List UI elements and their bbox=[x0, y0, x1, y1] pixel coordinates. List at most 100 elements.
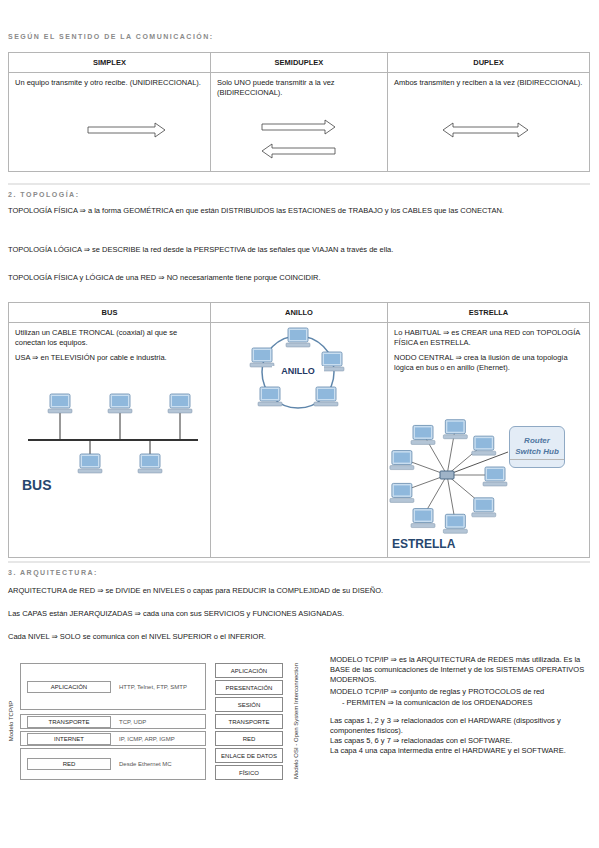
bus-cable bbox=[28, 439, 198, 441]
computer-icon bbox=[443, 514, 467, 533]
computer-icon bbox=[411, 425, 435, 444]
bus-illustration bbox=[28, 394, 198, 473]
box-heading: DUPLEX bbox=[388, 53, 589, 73]
paragraph: TOPOLOGÍA LÓGICA ⇒ se DESCRIBE la red de… bbox=[8, 245, 590, 256]
box-text: Ambos transmiten y reciben a la vez (BID… bbox=[388, 73, 589, 88]
computer-icon bbox=[138, 454, 162, 473]
layer-box: RED bbox=[215, 731, 283, 746]
computer-icon bbox=[250, 348, 274, 367]
box-heading: BUS bbox=[9, 303, 210, 323]
paragraph: Cada NIVEL ⇒ SOLO se comunica con el NIV… bbox=[8, 632, 590, 643]
computer-icon bbox=[258, 387, 282, 406]
note: MODELO TCP/IP ⇒ es la ARQUITECTURA de RE… bbox=[330, 655, 592, 685]
box-heading: RED bbox=[243, 736, 256, 742]
box-heading: ANILLO bbox=[211, 303, 387, 323]
paragraph: TOPOLOGÍA FÍSICA y LÓGICA de una RED ⇒ N… bbox=[8, 273, 590, 284]
computer-icon bbox=[108, 394, 132, 413]
hollow-arrow bbox=[262, 120, 335, 134]
illustration-label: ESTRELLA bbox=[392, 537, 472, 551]
box-heading: APLICACIÓN bbox=[27, 681, 111, 693]
hub-icon bbox=[440, 471, 454, 479]
layer-band: APLICACIÓN HTTP, Telnet, FTP, SMTP bbox=[20, 663, 206, 710]
paragraph: Las CAPAS están JERARQUIZADAS ⇒ cada una… bbox=[8, 609, 590, 620]
box-text: TCP, UDP bbox=[119, 719, 146, 725]
computer-icon bbox=[472, 498, 496, 517]
box-heading: ESTRELLA bbox=[388, 303, 589, 323]
note: Las capas 5, 6 y 7 ⇒ relacionadas con el… bbox=[330, 736, 592, 746]
hollow-arrow bbox=[443, 123, 528, 137]
paragraph: ARQUITECTURA de RED ⇒ se DIVIDE en NIVEL… bbox=[8, 586, 590, 597]
computer-icon bbox=[390, 451, 414, 470]
device-box: Router Switch Hub bbox=[509, 426, 565, 468]
layer-band: RED Desde Ethernet MC bbox=[20, 748, 206, 780]
illustration-label: BUS bbox=[22, 477, 72, 493]
section-heading: 3. ARQUITECTURA: bbox=[8, 569, 588, 576]
box-text: Lo HABITUAL ⇒ es CREAR una RED con TOPOL… bbox=[388, 323, 589, 348]
note: - PERMITEN ⇒ la comunicación de los ORDE… bbox=[342, 698, 592, 708]
ring-illustration bbox=[250, 328, 344, 408]
layer-box: FÍSICO bbox=[215, 765, 283, 780]
table-cell: DUPLEXAmbos transmiten y reciben a la ve… bbox=[387, 52, 590, 172]
table-cell: SIMPLEXUn equipo transmite y otro recibe… bbox=[8, 52, 211, 172]
hollow-arrow bbox=[88, 123, 165, 137]
computer-icon bbox=[472, 436, 496, 455]
box-text: HTTP, Telnet, FTP, SMTP bbox=[119, 684, 187, 690]
computer-icon bbox=[411, 509, 435, 528]
box-heading: ENLACE DE DATOS bbox=[221, 753, 277, 759]
computer-icon bbox=[48, 394, 72, 413]
box-heading: TRANSPORTE bbox=[27, 716, 111, 728]
table-cell: ANILLO bbox=[210, 302, 388, 558]
box-text: Solo UNO puede transmitir a la vez (BIDI… bbox=[211, 73, 387, 98]
box-heading: FÍSICO bbox=[239, 770, 259, 776]
note: Las capas 1, 2 y 3 ⇒ relacionados con el… bbox=[330, 716, 592, 736]
box-text: Un equipo transmite y otro recibe. (UNID… bbox=[9, 73, 210, 88]
box-heading: APLICACIÓN bbox=[231, 668, 267, 674]
table-cell: ESTRELLALo HABITUAL ⇒ es CREAR una RED c… bbox=[387, 302, 590, 558]
computer-icon bbox=[483, 467, 507, 486]
layer-box: ENLACE DE DATOS bbox=[215, 748, 283, 763]
bus-drop bbox=[150, 440, 151, 454]
box-heading: Router Switch Hub bbox=[510, 434, 564, 460]
bus-drop bbox=[90, 440, 91, 454]
table-cell: SEMIDUPLEXSolo UNO puede transmitir a la… bbox=[210, 52, 388, 172]
box-text: NODO CENTRAL ⇒ crea la ilusión de una to… bbox=[388, 348, 589, 373]
separator bbox=[8, 184, 590, 562]
box-text: IP, ICMP, ARP, IGMP bbox=[119, 736, 175, 742]
axis-label: Modelo OSI - Open System Interconnection bbox=[293, 663, 299, 779]
box-heading: SESIÓN bbox=[238, 702, 261, 708]
separator-line bbox=[8, 562, 590, 563]
box-heading: TRANSPORTE bbox=[229, 719, 270, 725]
bus-drop bbox=[60, 411, 61, 440]
layer-band: INTERNET IP, ICMP, ARP, IGMP bbox=[20, 731, 206, 746]
layer-box: APLICACIÓN bbox=[215, 663, 283, 678]
section-heading: 2. TOPOLOGÍA: bbox=[8, 191, 588, 198]
star-illustration bbox=[390, 420, 508, 534]
layer-box: PRESENTACIÓN bbox=[215, 680, 283, 695]
bus-drop bbox=[180, 411, 181, 440]
layer-band: TRANSPORTE TCP, UDP bbox=[20, 714, 206, 729]
box-heading: RED bbox=[27, 758, 111, 770]
section-heading: SEGÚN EL SENTIDO DE LA COMUNICACIÓN: bbox=[8, 33, 588, 40]
box-heading: PRESENTACIÓN bbox=[226, 685, 273, 691]
computer-icon bbox=[168, 394, 192, 413]
computer-icon bbox=[390, 483, 414, 502]
computer-icon bbox=[443, 420, 467, 439]
hollow-arrow bbox=[262, 144, 335, 158]
layer-box: SESIÓN bbox=[215, 697, 283, 712]
note: MODELO TCP/IP ⇒ conjunto de reglas y PRO… bbox=[330, 687, 592, 697]
illustration-label: ANILLO bbox=[272, 366, 324, 376]
box-heading: SEMIDUPLEX bbox=[211, 53, 387, 73]
box-text: Desde Ethernet MC bbox=[119, 761, 172, 767]
box-heading: INTERNET bbox=[27, 733, 111, 745]
box-text: Utilizan un CABLE TRONCAL (coaxial) al q… bbox=[9, 323, 210, 348]
ring-cable bbox=[262, 336, 334, 408]
box-text: USA ⇒ en TELEVISIÓN por cable e industri… bbox=[9, 348, 210, 363]
axis-label: Modelo TCP/IP bbox=[8, 701, 14, 742]
separator-line bbox=[8, 184, 590, 185]
bus-drop bbox=[120, 411, 121, 440]
table-cell: BUSUtilizan un CABLE TRONCAL (coaxial) a… bbox=[8, 302, 211, 558]
computer-icon bbox=[286, 328, 310, 347]
layer-box: TRANSPORTE bbox=[215, 714, 283, 729]
note: La capa 4 una capa intermedia entre el H… bbox=[330, 746, 592, 756]
